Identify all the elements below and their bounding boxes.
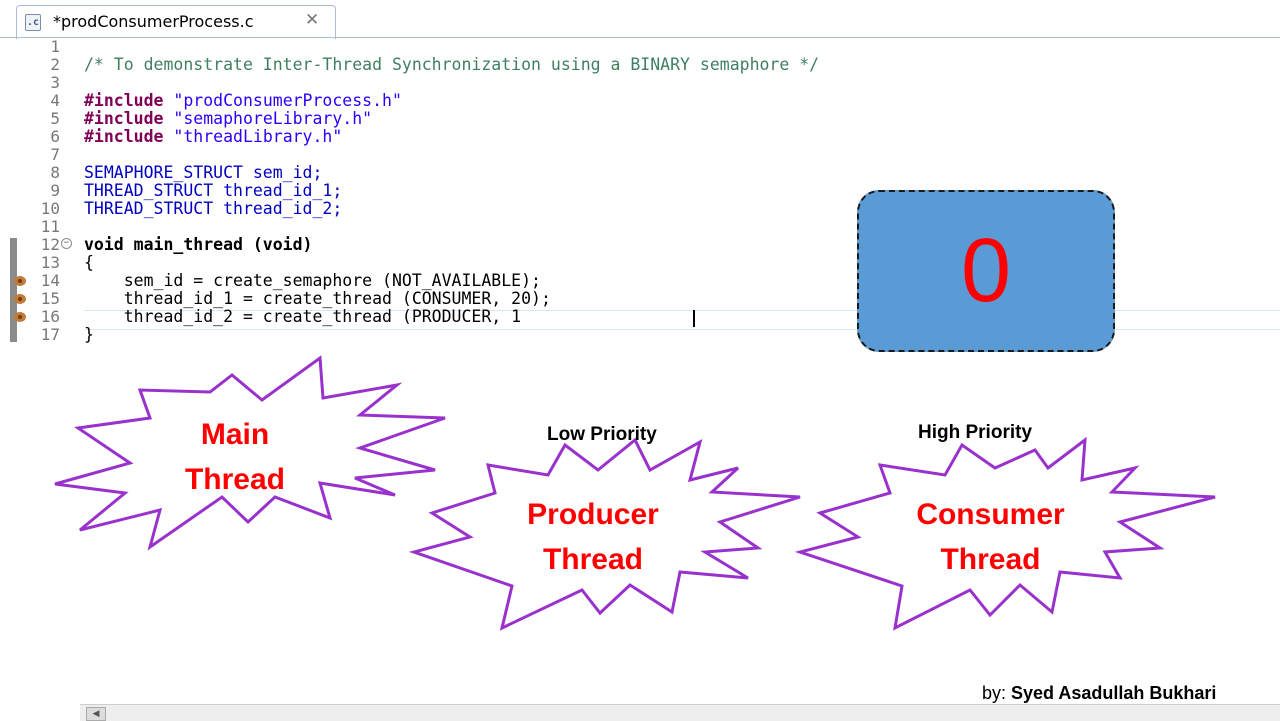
code-include: #include "prodConsumerProcess.h"	[84, 92, 402, 110]
producer-thread-label: Producer Thread	[508, 492, 678, 582]
code-statement-current[interactable]: thread_id_2 = create_thread (PRODUCER, 1	[84, 307, 522, 326]
code-brace: {	[84, 253, 94, 272]
include-path: "prodConsumerProcess.h"	[173, 91, 402, 110]
main-thread-label: Main Thread	[160, 412, 310, 502]
text-cursor	[693, 310, 695, 327]
consumer-thread-label-line2: Thread	[940, 543, 1041, 576]
line-number: 12	[40, 235, 60, 254]
code-editor[interactable]: 1 2 3 4 5 6 7 8 9 10 11 12 13 14 15 16 1…	[0, 38, 1280, 704]
low-priority-label: Low Priority	[547, 424, 657, 445]
producer-thread-burst	[408, 437, 801, 631]
code-declaration: SEMAPHORE_STRUCT sem_id;	[84, 163, 323, 182]
code-comment: /* To demonstrate Inter-Thread Synchroni…	[84, 55, 820, 74]
line-number: 10	[40, 199, 60, 218]
credit-author: Syed Asadullah Bukhari	[1011, 683, 1217, 703]
main-thread-burst	[54, 355, 446, 551]
bug-marker-icon[interactable]	[10, 292, 30, 306]
code-declaration: THREAD_STRUCT thread_id_2;	[84, 199, 343, 218]
current-line-highlight	[84, 310, 1280, 330]
line-number: 5	[50, 109, 60, 128]
scroll-left-icon[interactable]: ◀	[86, 707, 106, 721]
line-number: 13	[40, 253, 60, 272]
line-number: 1	[50, 37, 60, 56]
line-number: 2	[50, 55, 60, 74]
line-number: 15	[40, 289, 60, 308]
horizontal-scrollbar[interactable]: ◀	[80, 704, 1280, 721]
code-include: #include "threadLibrary.h"	[84, 128, 342, 146]
semaphore-value: 0	[960, 220, 1012, 321]
bug-marker-icon[interactable]	[10, 310, 30, 324]
include-path: "threadLibrary.h"	[173, 127, 343, 146]
line-number: 3	[50, 73, 60, 92]
author-credit: by: Syed Asadullah Bukhari	[982, 683, 1216, 704]
code-include: #include "semaphoreLibrary.h"	[84, 110, 372, 128]
line-number: 16	[40, 307, 60, 326]
tab-divider	[0, 37, 1280, 38]
producer-thread-label-line1: Producer	[527, 498, 659, 531]
bug-marker-icon[interactable]	[10, 274, 30, 288]
code-function-signature: void main_thread (void)	[84, 235, 313, 254]
line-number: 9	[50, 181, 60, 200]
tab-prodconsumerprocess-c[interactable]: .c *prodConsumerProcess.c ✕	[16, 5, 336, 39]
consumer-thread-label-line1: Consumer	[916, 498, 1065, 531]
preprocessor-keyword: #include	[84, 109, 164, 128]
c-file-icon: .c	[25, 14, 41, 31]
close-icon[interactable]: ✕	[305, 10, 320, 30]
line-number: 4	[50, 91, 60, 110]
ruler-marker	[10, 238, 17, 342]
semaphore-value-box: 0	[857, 190, 1115, 352]
line-number: 14	[40, 271, 60, 290]
main-thread-label-line1: Main	[200, 418, 270, 451]
line-number: 7	[50, 145, 60, 164]
include-path: "semaphoreLibrary.h"	[173, 109, 373, 128]
fold-toggle-icon[interactable]: −	[61, 238, 72, 249]
code-brace: }	[84, 325, 94, 344]
line-number: 6	[50, 127, 60, 146]
code-statement: thread_id_1 = create_thread (CONSUMER, 2…	[84, 289, 551, 308]
preprocessor-keyword: #include	[84, 127, 164, 146]
high-priority-label: High Priority	[918, 422, 1033, 443]
credit-prefix: by:	[982, 683, 1007, 703]
line-number: 17	[40, 325, 60, 344]
main-thread-label-line2: Thread	[184, 463, 286, 496]
tab-title: *prodConsumerProcess.c	[53, 12, 254, 31]
line-number: 8	[50, 163, 60, 182]
code-declaration: THREAD_STRUCT thread_id_1;	[84, 181, 343, 200]
code-statement: sem_id = create_semaphore (NOT_AVAILABLE…	[84, 271, 541, 290]
consumer-thread-label: Consumer Thread	[898, 492, 1083, 582]
line-number: 11	[40, 217, 60, 236]
consumer-thread-burst	[794, 436, 1216, 631]
producer-thread-label-line2: Thread	[542, 543, 644, 576]
preprocessor-keyword: #include	[84, 91, 164, 110]
editor-tab-bar: .c *prodConsumerProcess.c ✕	[0, 0, 1280, 39]
